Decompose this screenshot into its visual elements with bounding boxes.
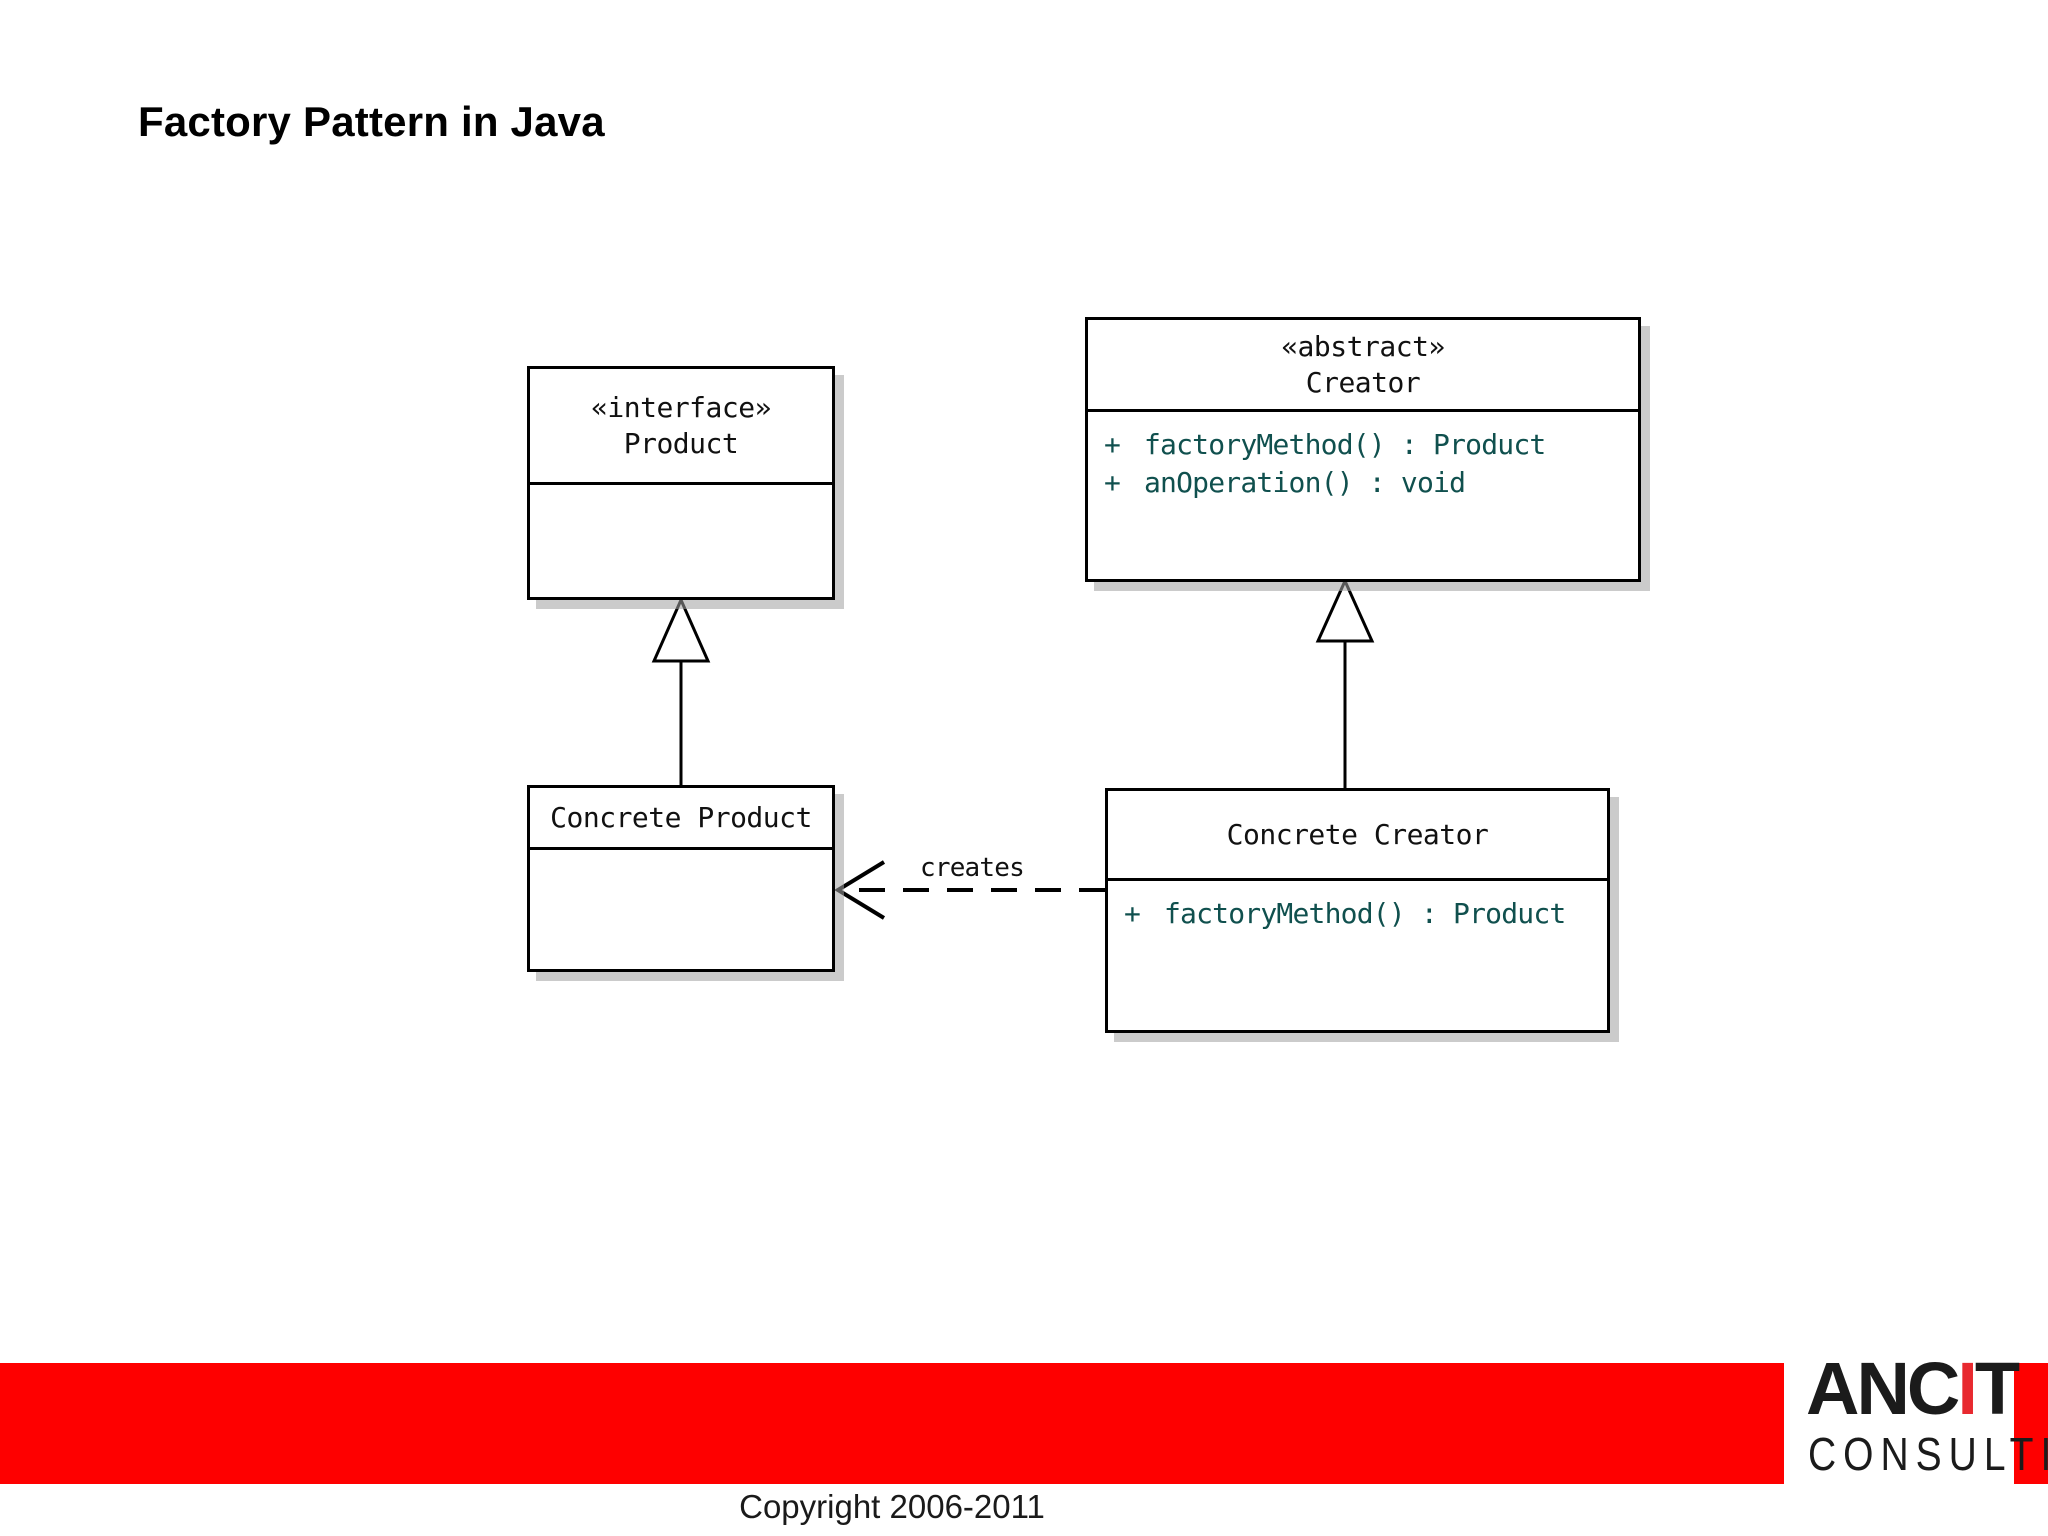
- generalization-creator: [1315, 577, 1375, 788]
- uml-member-visibility: +: [1104, 465, 1121, 499]
- uml-class-concrete-product-name: Concrete Product: [550, 800, 812, 834]
- page-title: Factory Pattern in Java: [138, 98, 605, 145]
- uml-member-signature: anOperation() : void: [1144, 465, 1466, 499]
- uml-member-row: + factoryMethod() : Product: [1108, 895, 1607, 933]
- uml-member-row: + anOperation() : void: [1088, 464, 1638, 502]
- edge-label-creates: creates: [920, 853, 1025, 883]
- diagram-connectors: Concrete Product (label "creates") -->: [651, 577, 1375, 920]
- footer-red-bar: [0, 1363, 1784, 1484]
- uml-class-creator-name: Creator: [1305, 365, 1421, 399]
- footer-red-bar-right: [2014, 1363, 2048, 1484]
- uml-member-row: + factoryMethod() : Product: [1088, 426, 1638, 464]
- uml-class-concrete-product[interactable]: Concrete Product: [527, 785, 835, 972]
- uml-class-creator-stereotype: «abstract»: [1281, 329, 1445, 363]
- copyright-text: Copyright 2006-2011: [739, 1488, 1045, 1525]
- uml-class-product-name: Product: [623, 426, 739, 460]
- uml-class-concrete-creator-members: + factoryMethod() : Product: [1108, 881, 1607, 933]
- uml-class-creator-members: + factoryMethod() : Product + anOperatio…: [1088, 412, 1638, 502]
- ancit-logo-t: T: [1974, 1347, 2020, 1430]
- uml-class-concrete-creator-name: Concrete Creator: [1226, 817, 1489, 851]
- uml-member-visibility: +: [1124, 897, 1141, 930]
- generalization-product: [651, 596, 711, 785]
- uml-class-concrete-product-header: Concrete Product: [530, 788, 832, 850]
- uml-member-signature: factoryMethod() : Product: [1144, 428, 1546, 461]
- uml-class-creator-header: «abstract» Creator: [1088, 320, 1638, 412]
- uml-class-concrete-creator-header: Concrete Creator: [1108, 791, 1607, 881]
- uml-class-product-members: [530, 485, 832, 499]
- uml-class-concrete-product-members: [530, 850, 832, 864]
- uml-member-visibility: +: [1104, 428, 1121, 461]
- uml-class-diagram: Concrete Product (label "creates") --> c…: [527, 317, 1641, 1033]
- ancit-logo-i-accent: I: [1957, 1347, 1977, 1430]
- uml-member-signature: factoryMethod() : Product: [1164, 897, 1566, 930]
- ancit-logo: ANCIT CONSULTING: [1806, 1352, 2048, 1487]
- ancit-logo-wordmark: ANCIT: [1806, 1352, 2020, 1426]
- uml-class-creator[interactable]: «abstract» Creator + factoryMethod() : P…: [1085, 317, 1641, 582]
- uml-class-product-header: «interface» Product: [530, 369, 832, 485]
- uml-class-product-stereotype: «interface»: [591, 390, 771, 424]
- ancit-logo-consulting: CONSULTING: [1808, 1429, 2048, 1481]
- ancit-logo-anc: ANC: [1806, 1347, 1960, 1430]
- uml-class-concrete-creator[interactable]: Concrete Creator + factoryMethod() : Pro…: [1105, 788, 1610, 1033]
- uml-class-product[interactable]: «interface» Product: [527, 366, 835, 600]
